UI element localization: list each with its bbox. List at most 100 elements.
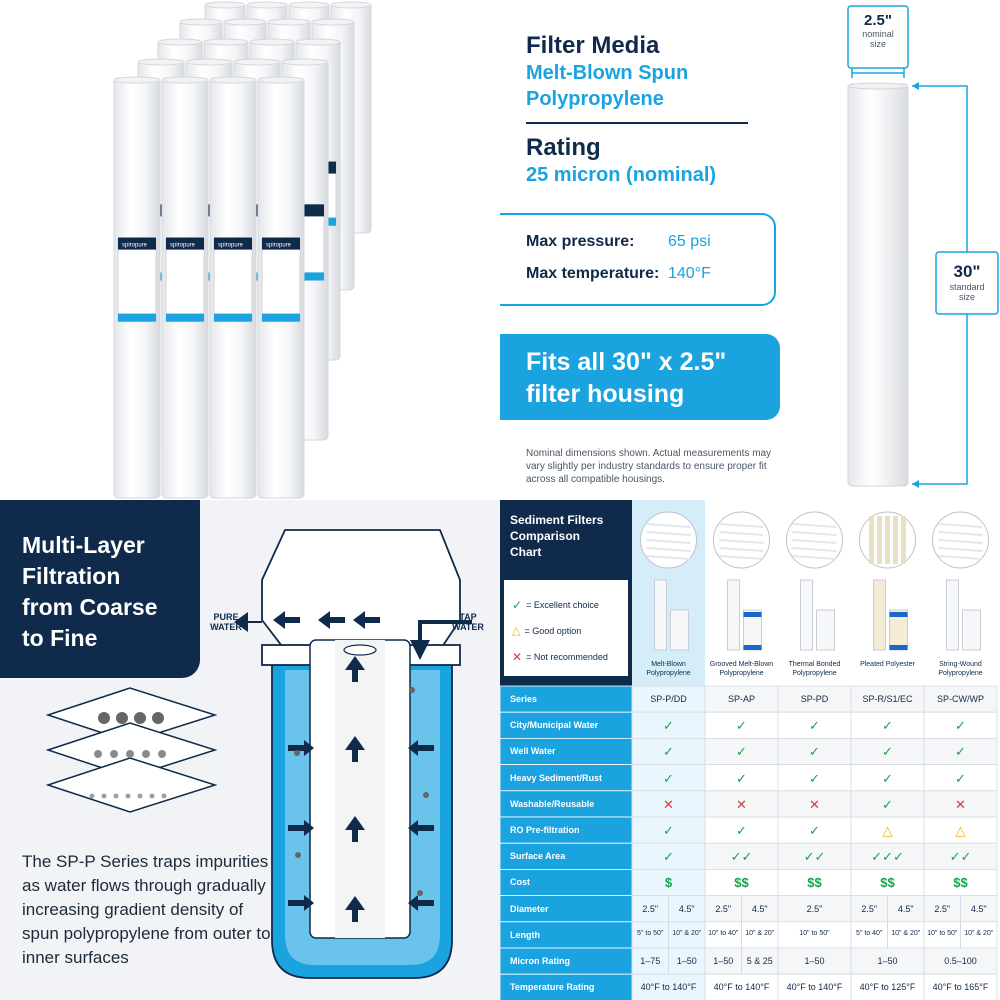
table-cell: ✓ xyxy=(736,823,747,838)
table-cell: 5" to 40" xyxy=(856,929,883,937)
table-cell: ✓ xyxy=(882,796,893,812)
brand-text: spiropure xyxy=(122,243,148,249)
table-cell: 5 & 25 xyxy=(746,956,773,966)
row-label-surface: Surface Area xyxy=(510,851,566,862)
length-label: 30" standard size xyxy=(949,262,985,302)
table-cell: ✓ xyxy=(882,718,893,734)
table-cell: ✓ xyxy=(809,770,820,786)
fits-banner: Fits all 30" x 2.5" filter housing xyxy=(500,334,780,420)
table-cell: ✓ xyxy=(736,744,747,760)
spec-box xyxy=(500,213,776,306)
table-cell: 10" to 50" xyxy=(927,929,958,937)
row-label-ro: RO Pre-filtration xyxy=(510,825,580,835)
table-cell: 2.5" xyxy=(934,903,951,914)
check-icon: ✓ xyxy=(512,598,523,612)
table-cell: 5" to 50" xyxy=(637,929,664,937)
table-cell: ✕ xyxy=(663,796,674,812)
table-cell: 4.5" xyxy=(897,903,914,914)
table-cell: 40°F to 140°F xyxy=(640,982,697,993)
table-cell: 10" & 20" xyxy=(672,929,702,937)
table-cell: ✓ xyxy=(809,823,820,838)
filtration-panel: Multi-Layer Filtration from Coarse to Fi… xyxy=(0,500,500,1000)
table-cell: ✓ xyxy=(955,744,966,760)
table-cell: 1–75 xyxy=(640,956,661,966)
table-cell: SP-R/S1/EC xyxy=(862,694,913,704)
table-cell: △ xyxy=(882,823,893,838)
table-cell: 10" & 20" xyxy=(891,929,921,937)
filter-media-heading: Filter Media xyxy=(526,32,660,59)
table-cell: 1–50 xyxy=(877,956,898,966)
table-cell: ✓✓ xyxy=(803,849,826,865)
table-cell: ✓ xyxy=(809,744,820,760)
specs-panel: Filter Media Melt-Blown Spun Polypropyle… xyxy=(500,0,1000,500)
row-label-diameter: Diameter xyxy=(510,903,549,914)
table-cell: 10" to 40" xyxy=(708,929,739,937)
rating-heading: Rating xyxy=(526,134,601,161)
table-cell: 10" to 50" xyxy=(799,929,830,937)
table-cell: SP-CW/WP xyxy=(937,694,984,704)
comparison-chart-panel: Sediment Filters Comparison Chart ✓ = Ex… xyxy=(500,500,1000,1000)
row-label-series: Series xyxy=(510,694,538,704)
table-cell: 1–50 xyxy=(713,956,734,966)
table-cell: 2.5" xyxy=(806,903,823,914)
rating-value: 25 micron (nominal) xyxy=(526,164,717,186)
legend-not-recommended: ✕ = Not recommended xyxy=(512,650,608,664)
single-cartridge xyxy=(847,83,909,487)
filter-cartridge xyxy=(800,579,813,651)
cartridge-label xyxy=(117,237,157,323)
legend-excellent: ✓ = Excellent choice xyxy=(512,598,599,612)
table-cell: ✓ xyxy=(882,770,893,786)
filter-cartridge xyxy=(946,579,959,651)
row-label-city: City/Municipal Water xyxy=(510,720,599,731)
cartridge-label xyxy=(261,237,301,323)
table-cell: ✓✓ xyxy=(730,849,753,865)
brand-text: spiropure xyxy=(266,243,292,249)
filtration-title: Multi-Layer Filtration from Coarse to Fi… xyxy=(22,532,158,651)
filter-media-value: Melt-Blown Spun xyxy=(526,62,689,84)
table-cell: 10" & 20" xyxy=(745,929,775,937)
table-cell: 1–50 xyxy=(804,956,825,966)
table-cell: 4.5" xyxy=(751,903,768,914)
brand-text: spiropure xyxy=(218,243,244,249)
fits-line-1: Fits all 30" x 2.5" xyxy=(526,348,727,376)
media-layers-icon xyxy=(45,687,218,813)
table-cell: 2.5" xyxy=(715,903,732,914)
table-cell: ✓✓ xyxy=(949,849,972,865)
row-label-cost: Cost xyxy=(510,877,530,888)
table-cell: $$ xyxy=(734,875,749,891)
max-temperature-value: 140°F xyxy=(668,265,711,282)
table-cell: ✓ xyxy=(736,718,747,734)
table-cell: ✓ xyxy=(663,744,674,760)
divider xyxy=(526,122,748,124)
table-cell: SP-AP xyxy=(727,694,755,704)
filter-cartridge xyxy=(962,609,981,651)
table-cell: 1–50 xyxy=(676,956,697,966)
table-cell: ✓ xyxy=(663,770,674,786)
row-label-micron: Micron Rating xyxy=(510,956,570,966)
max-temperature-label: Max temperature: xyxy=(526,265,660,282)
legend-good: △ = Good option xyxy=(512,625,582,637)
table-cell: ✕ xyxy=(736,796,747,812)
filter-cartridge xyxy=(873,579,886,651)
table-cell: ✓ xyxy=(736,770,747,786)
table-cell: ✓ xyxy=(955,718,966,734)
table-cell: ✕ xyxy=(955,796,966,812)
table-cell: ✓ xyxy=(663,849,674,865)
table-cell: 2.5" xyxy=(861,903,878,914)
housing-diagram xyxy=(45,529,472,979)
table-cell: ✕ xyxy=(809,796,820,812)
comparison-title: Sediment Filters Comparison Chart xyxy=(510,513,604,559)
fits-line-2: filter housing xyxy=(526,380,685,408)
table-cell: 0.5–100 xyxy=(944,956,977,966)
table-cell: ✓ xyxy=(882,744,893,760)
triangle-icon: △ xyxy=(512,625,521,637)
table-cell: $$ xyxy=(807,875,822,891)
row-label-length: Length xyxy=(510,929,540,940)
table-cell: 40°F to 140°F xyxy=(786,982,843,993)
